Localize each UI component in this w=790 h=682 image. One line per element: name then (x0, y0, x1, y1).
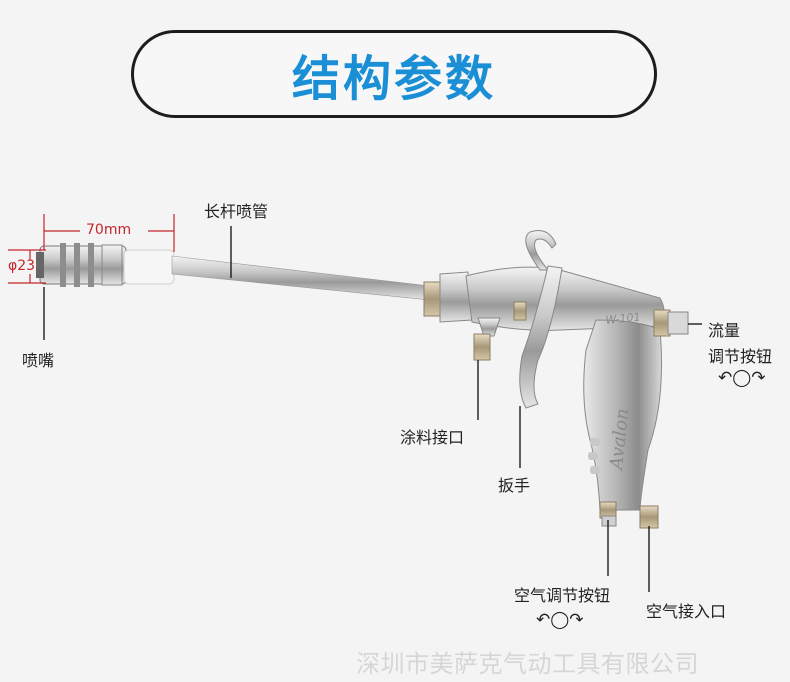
nozzle-part (36, 243, 175, 287)
dimension-lines (8, 214, 175, 284)
air-knob-label: 空气调节按钮 (514, 586, 611, 605)
air-inlet-label: 空气接入口 (646, 602, 727, 621)
length-dimension: 70mm (86, 222, 132, 238)
leader-lines (43, 226, 702, 592)
flow-knob-label-1: 流量 (708, 321, 741, 340)
gun-body-part (423, 230, 689, 529)
nozzle-label: 喷嘴 (22, 351, 55, 370)
model-marking: W-101 (605, 310, 641, 327)
long-pipe-label: 长杆喷管 (204, 202, 269, 221)
title-banner: 结构参数 (131, 30, 657, 118)
trigger-label: 扳手 (498, 476, 531, 495)
rotate-adjust-icon: ↶◯↷ (536, 610, 584, 630)
diameter-dimension: φ23 (8, 258, 36, 274)
long-pipe-part (171, 255, 431, 301)
rotate-adjust-icon: ↶◯↷ (718, 368, 766, 388)
paint-inlet-label: 涂料接口 (400, 428, 465, 447)
company-watermark: 深圳市美萨克气动工具有限公司 (356, 650, 699, 678)
flow-knob-label-2: 调节按钮 (708, 347, 773, 366)
page-title: 结构参数 (291, 51, 496, 107)
